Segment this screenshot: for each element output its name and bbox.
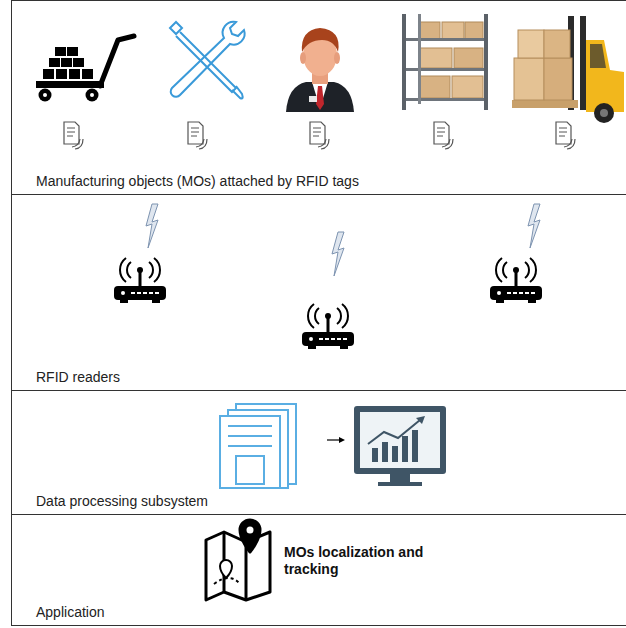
- layer-title: Manufacturing objects (MOs) attached by …: [36, 173, 626, 189]
- person-icon: [286, 28, 354, 112]
- server-icon: [220, 404, 296, 488]
- monitor-icon: [354, 406, 446, 486]
- map-icon: [206, 520, 270, 600]
- application-label: MOs localization and tracking: [284, 544, 454, 578]
- tools-icon: [170, 22, 245, 99]
- cart-icon: [36, 36, 134, 102]
- layer-band: RFID readers: [11, 194, 626, 390]
- layer-title: Application: [36, 604, 626, 620]
- layer-band: Manufacturing objects (MOs) attached by …: [11, 0, 626, 194]
- layer-band: Data processing subsystem: [11, 390, 626, 514]
- forklift-icon: [512, 16, 624, 123]
- arrow-icon: [327, 437, 345, 443]
- layer-title: RFID readers: [36, 369, 626, 385]
- shelf-icon: [402, 14, 488, 110]
- rfid-reader-icon: [114, 204, 542, 349]
- layer-title: Data processing subsystem: [36, 493, 626, 509]
